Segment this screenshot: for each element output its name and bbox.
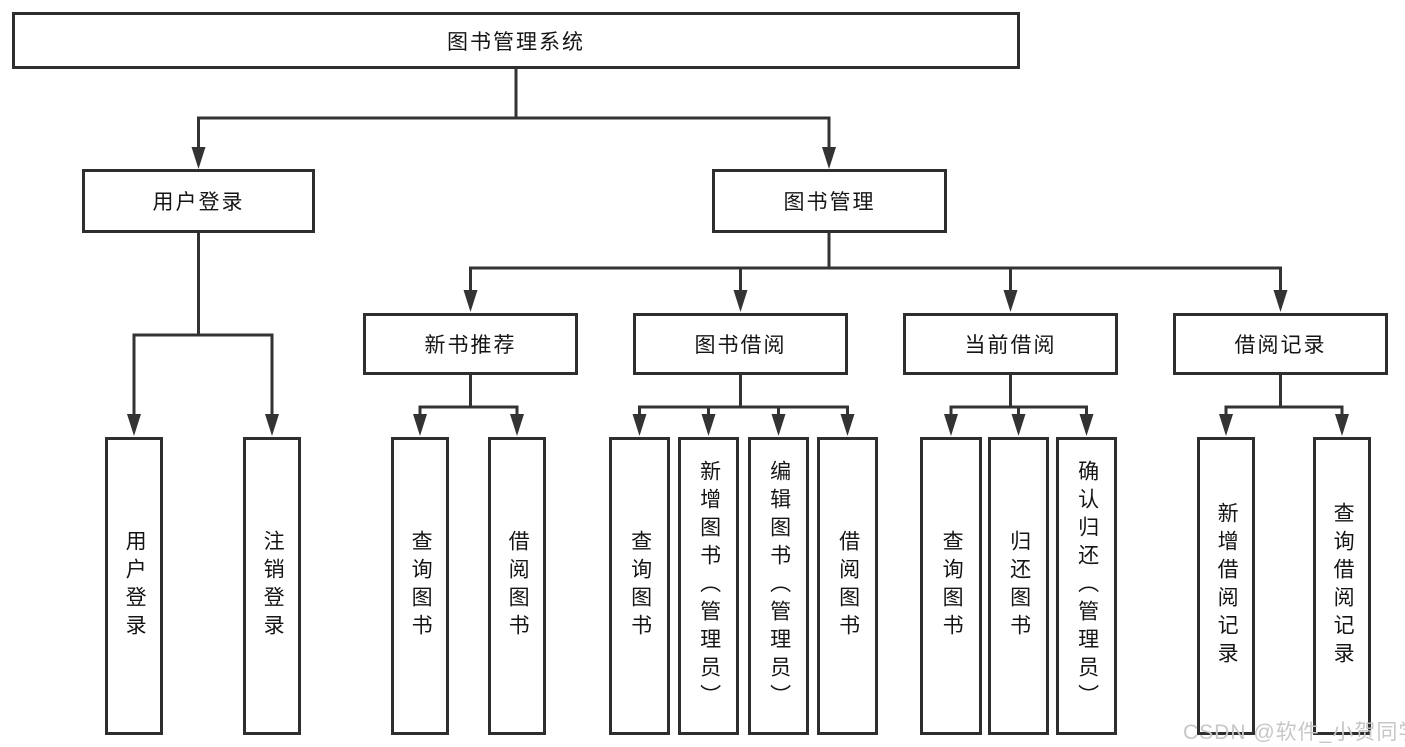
leaf-return-books: 归还图书 bbox=[988, 437, 1049, 735]
node-label: 用户登录 bbox=[123, 530, 147, 642]
node-label: 查询图书 bbox=[409, 530, 433, 642]
node-label: 新书推荐 bbox=[424, 334, 517, 357]
node-label: 图书管理 bbox=[783, 191, 876, 214]
leaf-query-borrow-record: 查询借阅记录 bbox=[1313, 437, 1371, 735]
csdn-watermark: CSDN @软件_小贺同学 bbox=[1183, 721, 1405, 744]
node-label: 借阅图书 bbox=[506, 530, 530, 642]
node-label: 查询借阅记录 bbox=[1331, 502, 1355, 670]
node-label: 新增图书（管理员） bbox=[697, 460, 721, 712]
leaf-add-books-admin: 新增图书（管理员） bbox=[678, 437, 739, 735]
node-label: 图书借阅 bbox=[694, 334, 787, 357]
leaf-borrow-books: 借阅图书 bbox=[817, 437, 878, 735]
leaf-add-borrow-record: 新增借阅记录 bbox=[1197, 437, 1255, 735]
node-label: 确认归还（管理员） bbox=[1075, 460, 1099, 712]
leaf-logout: 注销登录 bbox=[243, 437, 301, 735]
leaf-query-books-recommend: 查询图书 bbox=[391, 437, 449, 735]
node-new-book-recommend: 新书推荐 bbox=[363, 313, 578, 375]
leaf-query-books-current: 查询图书 bbox=[920, 437, 982, 735]
leaf-query-books-borrowing: 查询图书 bbox=[609, 437, 670, 735]
node-library-management-system: 图书管理系统 bbox=[12, 12, 1020, 69]
node-label: 注销登录 bbox=[261, 530, 285, 642]
node-label: 当前借阅 bbox=[964, 334, 1057, 357]
leaf-borrow-books-recommend: 借阅图书 bbox=[488, 437, 546, 735]
node-user-login: 用户登录 bbox=[82, 169, 315, 233]
node-label: 借阅记录 bbox=[1234, 334, 1327, 357]
node-label: 新增借阅记录 bbox=[1215, 502, 1239, 670]
node-label: 编辑图书（管理员） bbox=[767, 460, 791, 712]
node-book-borrowing: 图书借阅 bbox=[633, 313, 848, 375]
node-label: 用户登录 bbox=[152, 191, 245, 214]
node-label: 借阅图书 bbox=[836, 530, 860, 642]
leaf-confirm-return-admin: 确认归还（管理员） bbox=[1056, 437, 1117, 735]
node-label: 查询图书 bbox=[628, 530, 652, 642]
node-label: 归还图书 bbox=[1007, 530, 1031, 642]
leaf-user-login: 用户登录 bbox=[105, 437, 163, 735]
node-book-management: 图书管理 bbox=[712, 169, 947, 233]
leaf-edit-books-admin: 编辑图书（管理员） bbox=[748, 437, 809, 735]
node-label: 图书管理系统 bbox=[447, 30, 585, 54]
arrowheads bbox=[127, 147, 1349, 436]
node-borrowing-records: 借阅记录 bbox=[1173, 313, 1388, 375]
node-label: 查询图书 bbox=[940, 530, 964, 642]
node-current-borrowing: 当前借阅 bbox=[903, 313, 1118, 375]
